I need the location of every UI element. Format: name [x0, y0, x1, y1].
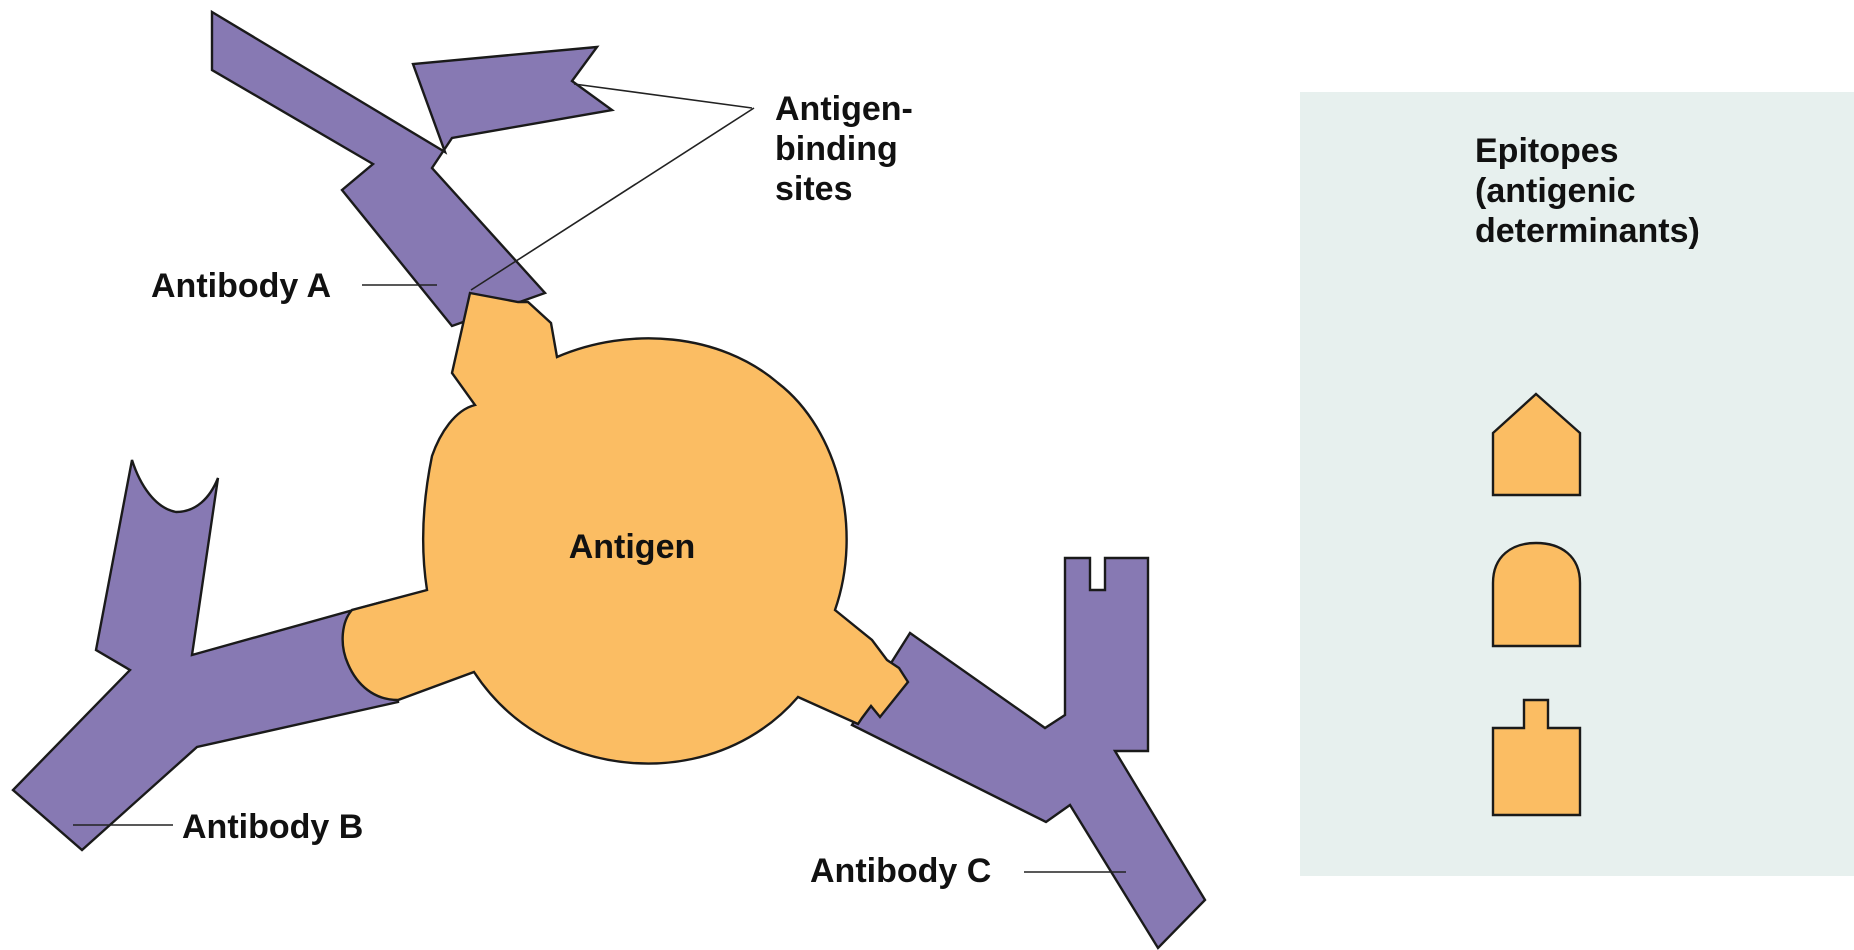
- antigen-label: Antigen: [569, 528, 696, 566]
- binding-sites-label-line-3: sites: [775, 170, 853, 208]
- epitopes-label-line-3: determinants): [1475, 212, 1700, 250]
- rounded-epitope-shape: [1493, 543, 1580, 646]
- binding-sites-label-line-1: Antigen-: [775, 90, 913, 128]
- antibody-b: [13, 460, 398, 850]
- epitopes-label-line-2: (antigenic: [1475, 172, 1636, 210]
- antibody-b-shape: [13, 460, 398, 850]
- binding-site-leader-bottom: [471, 108, 754, 290]
- antibody-b-label: Antibody B: [182, 808, 363, 846]
- binding-sites-label-line-2: binding: [775, 130, 898, 168]
- epitopes-label-line-1: Epitopes: [1475, 132, 1619, 170]
- antibody-c-label: Antibody C: [810, 852, 991, 890]
- antibody-a-label: Antibody A: [151, 267, 331, 305]
